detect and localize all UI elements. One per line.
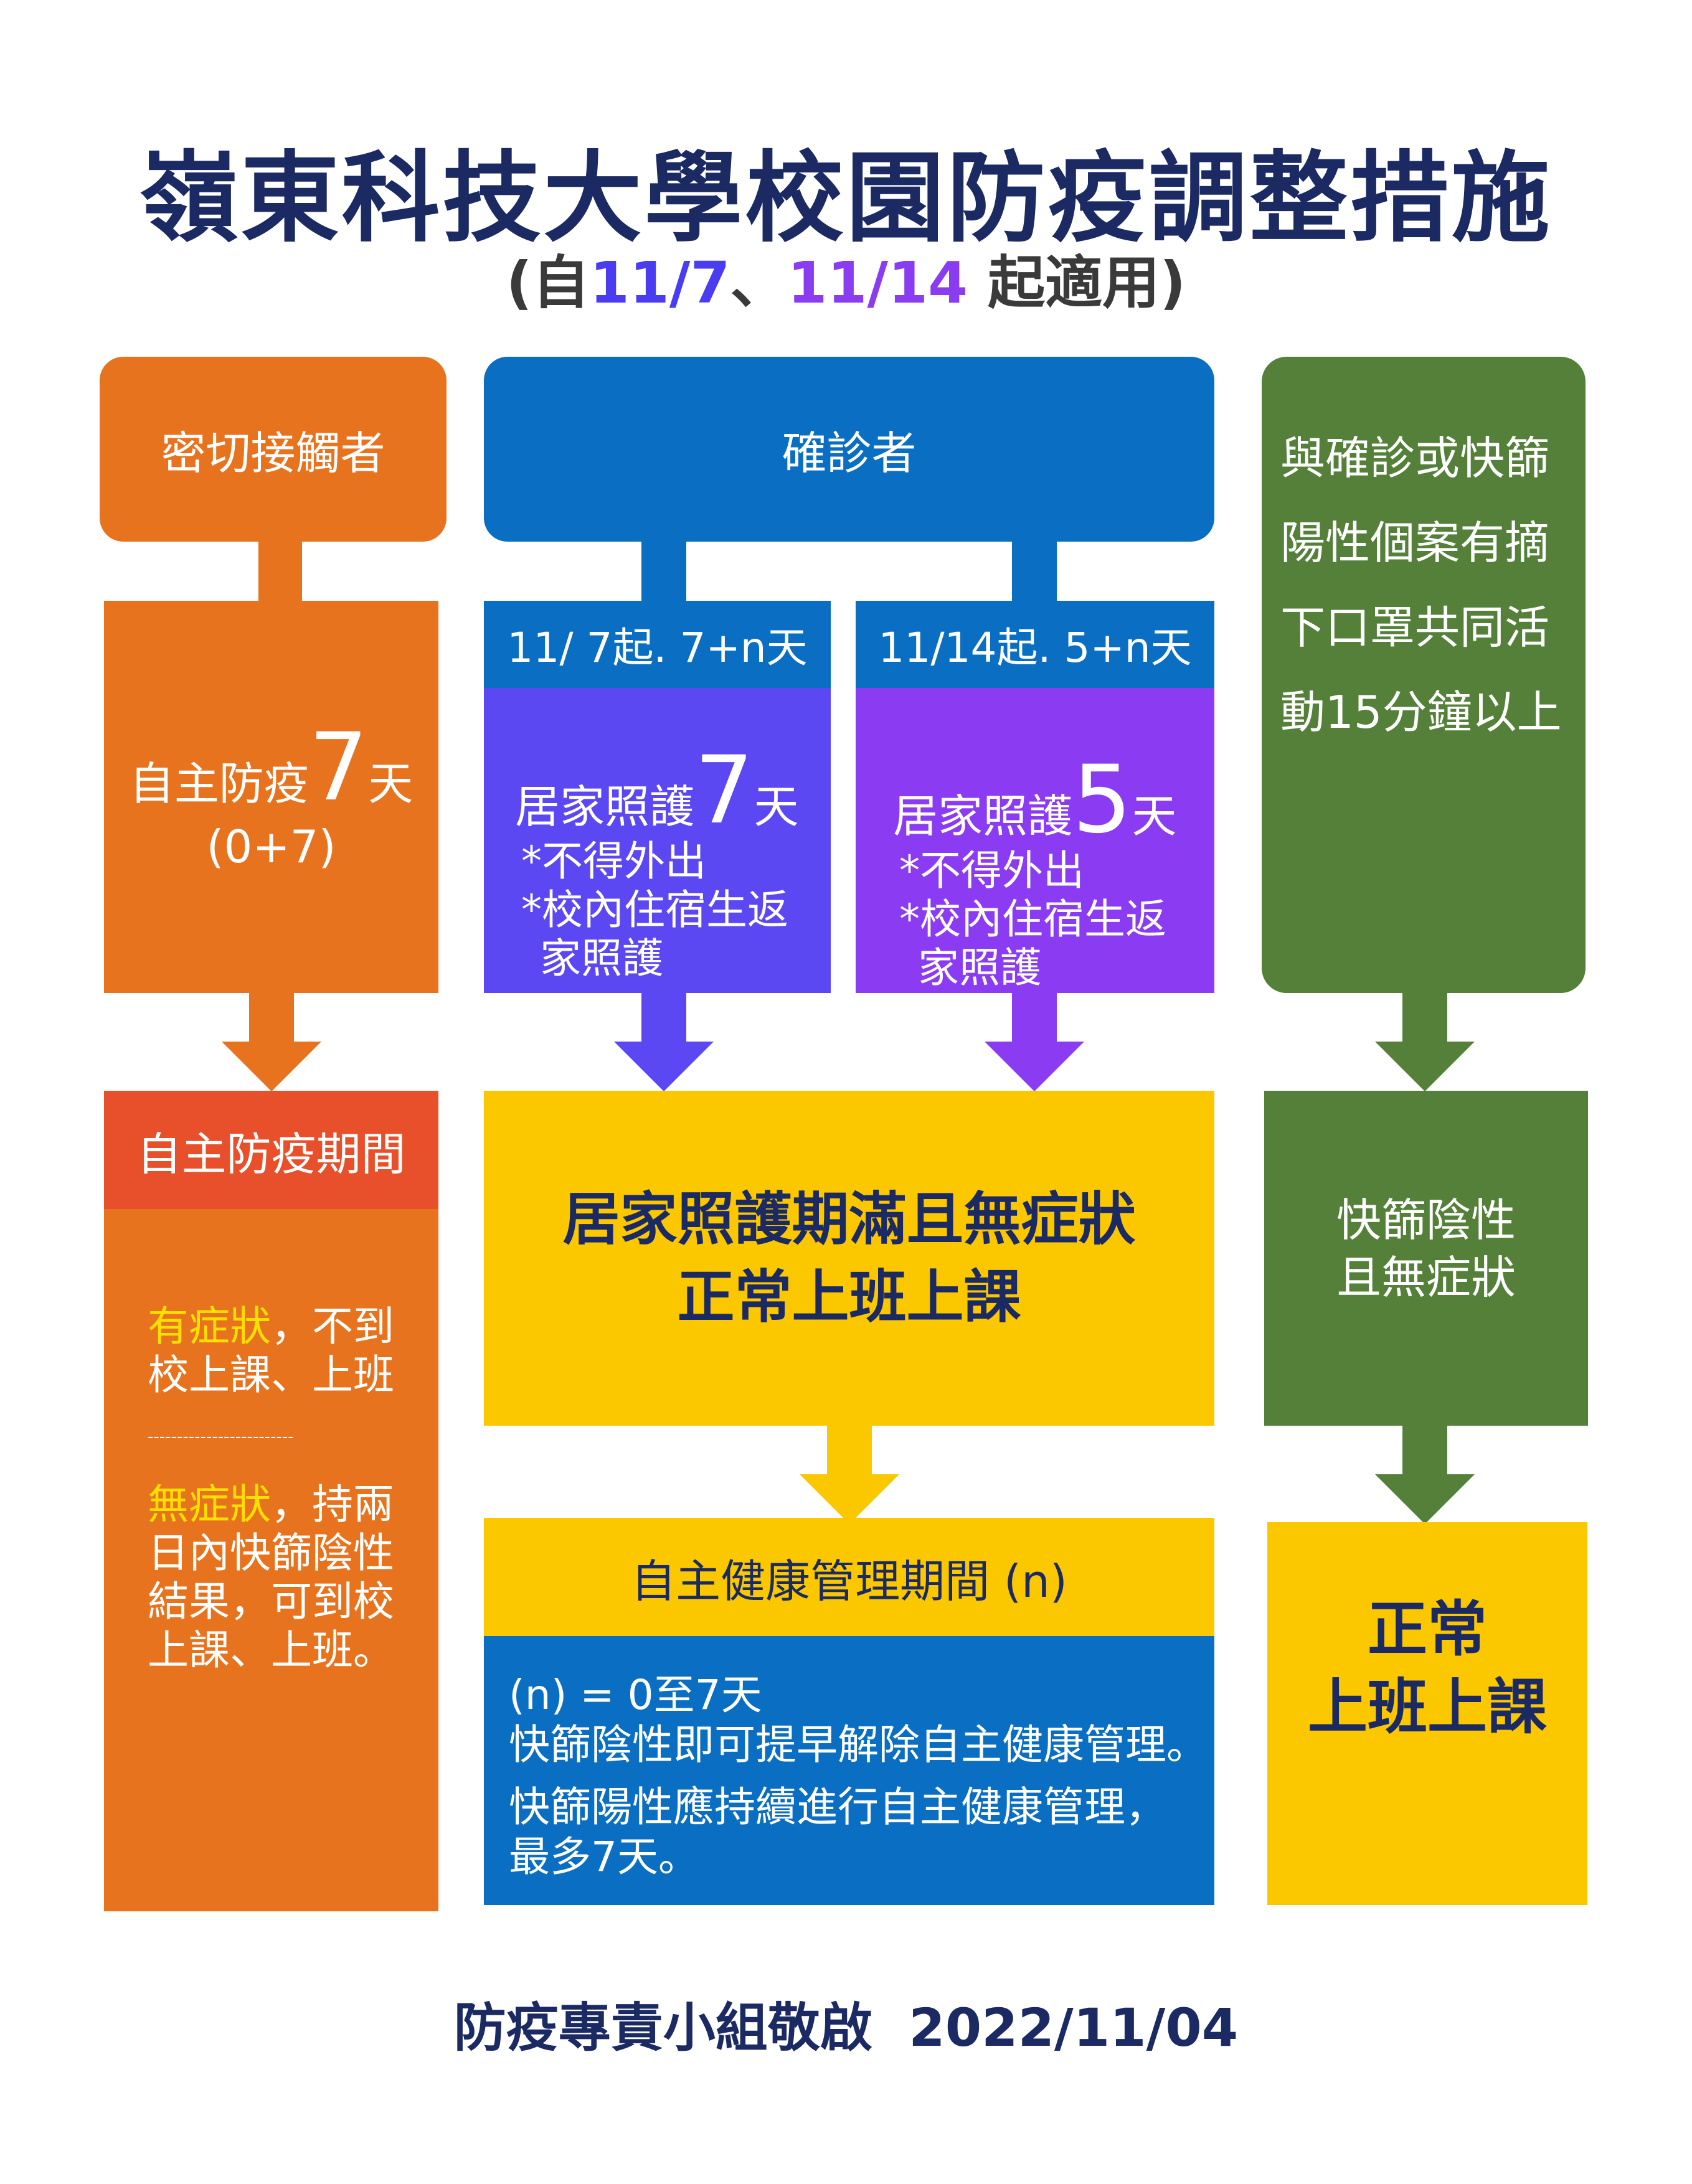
rule-1-line-a: ，不到 <box>271 1302 394 1350</box>
confirmed-label: 確診者 <box>782 427 917 479</box>
home-care-a-note-2: *校內住宿生返 <box>521 886 788 934</box>
rule-2-line-c: 結果，可到校 <box>148 1578 394 1626</box>
phase-a-label: 11/ 7起. 7+n天 <box>507 624 808 672</box>
home-care-a-days: 7 <box>694 737 754 845</box>
self-quarantine-period-title: 自主防疫期間 <box>104 1091 438 1209</box>
self-quarantine-formula: (0+7) <box>206 821 336 873</box>
exposure-line-3: 下口罩共同活 <box>1280 601 1550 654</box>
close-contact-header: 密切接觸者 <box>100 357 447 542</box>
self-quarantine-unit: 天 <box>368 758 414 810</box>
health-mgmt-line-4: 最多7天。 <box>509 1833 699 1881</box>
health-mgmt-line-2: 快篩陰性即可提早解除自主健康管理。 <box>509 1721 1208 1769</box>
rule-1-line-b: 校上課、上班 <box>148 1351 394 1399</box>
rule-2-line-a: ，持兩 <box>271 1480 394 1528</box>
rapid-test-negative-line-2: 且無症狀 <box>1336 1251 1516 1304</box>
home-care-a-note-3: 家照護 <box>540 934 663 982</box>
self-quarantine-days: 7 <box>308 713 369 822</box>
exposure-line-2: 陽性個案有摘 <box>1280 517 1550 569</box>
arrow-down-icon <box>800 1474 899 1524</box>
health-mgmt-detail-box: (n) = 0至7天 快篩陰性即可提早解除自主健康管理。 快篩陽性應持續進行自主… <box>484 1636 1214 1905</box>
exposure-condition-box: 與確診或快篩 陽性個案有摘 下口罩共同活 動15分鐘以上 <box>1262 357 1586 993</box>
home-care-a-unit: 天 <box>754 781 799 833</box>
rule-1-highlight: 有症狀 <box>148 1302 271 1350</box>
normal-attendance-line-1: 正常 <box>1368 1594 1487 1664</box>
normal-attendance-box: 正常 上班上課 <box>1267 1522 1587 1905</box>
home-care-b-note-1: *不得外出 <box>899 847 1084 895</box>
arrow-down-icon <box>1375 1474 1475 1524</box>
arrow-stem-col2-right <box>1012 993 1057 1043</box>
phase-b-label: 11/14起. 5+n天 <box>878 624 1192 672</box>
self-quarantine-label: 自主防疫 <box>129 758 309 810</box>
arrow-down-icon <box>985 1042 1084 1091</box>
arrow-stem-col3-lower <box>1402 1426 1447 1476</box>
arrow-down-icon <box>1375 1042 1475 1091</box>
page-subtitle: (自11/7、11/14 起適用) <box>0 237 1692 319</box>
page-title: 嶺東科技大學校園防疫調整措施 <box>139 141 1553 256</box>
health-mgmt-line-3: 快篩陽性應持續進行自主健康管理， <box>509 1783 1166 1831</box>
subtitle-date-2: 11/14 <box>787 250 968 316</box>
rule-2-highlight: 無症狀 <box>148 1480 271 1528</box>
arrow-stem-col3 <box>1402 993 1447 1043</box>
home-care-b-notes: *不得外出 *校內住宿生返 家照護 <box>893 847 1214 992</box>
connector-col1 <box>258 540 302 603</box>
home-care-b-unit: 天 <box>1132 790 1177 842</box>
arrow-stem-col2-left <box>641 993 686 1043</box>
home-care-a-note-1: *不得外出 <box>521 837 706 885</box>
rule-2: 無症狀，持兩 日內快篩陰性 結果，可到校 上課、上班。 <box>148 1480 438 1675</box>
home-care-a-label: 居家照護 <box>515 781 695 833</box>
self-quarantine-rules: 有症狀，不到 校上課、上班 ------------------------- … <box>104 1209 438 1911</box>
home-care-b-label: 居家照護 <box>893 790 1073 842</box>
rule-divider: ------------------------- <box>148 1428 294 1446</box>
home-care-b-note-3: 家照護 <box>918 944 1041 992</box>
health-mgmt-line-1: (n) = 0至7天 <box>509 1671 762 1719</box>
home-care-complete-line-1: 居家照護期滿且無症狀 <box>562 1186 1136 1253</box>
arrow-down-icon <box>222 1042 321 1091</box>
rule-2-line-b: 日內快篩陰性 <box>148 1529 394 1577</box>
phase-a-header: 11/ 7起. 7+n天 <box>484 601 831 688</box>
health-mgmt-title: 自主健康管理期間 (n) <box>631 1555 1067 1607</box>
connector-col2-left <box>641 540 686 603</box>
phase-b-header: 11/14起. 5+n天 <box>856 601 1214 688</box>
rule-1: 有症狀，不到 校上課、上班 <box>148 1302 438 1400</box>
home-care-complete-line-2: 正常上班上課 <box>677 1264 1021 1330</box>
close-contact-label: 密切接觸者 <box>161 427 385 479</box>
rapid-test-negative-line-1: 快篩陰性 <box>1336 1194 1516 1246</box>
home-care-b-note-2: *校內住宿生返 <box>899 895 1166 943</box>
normal-attendance-line-2: 上班上課 <box>1308 1672 1547 1742</box>
rule-2-line-d: 上課、上班。 <box>148 1626 394 1674</box>
connector-col2-right <box>1012 540 1057 603</box>
home-care-complete-box: 居家照護期滿且無症狀 正常上班上課 <box>484 1091 1214 1426</box>
exposure-line-1: 與確診或快篩 <box>1280 432 1550 484</box>
subtitle-date-1: 11/7 <box>589 250 730 316</box>
subtitle-sep: 、 <box>730 250 788 316</box>
arrow-down-icon <box>614 1042 714 1091</box>
exposure-line-4: 動15分鐘以上 <box>1280 686 1562 738</box>
home-care-b-days: 5 <box>1072 746 1132 854</box>
arrow-stem-col1 <box>249 993 294 1043</box>
arrow-stem-col2-mid <box>827 1426 872 1476</box>
confirmed-header: 確診者 <box>484 357 1214 542</box>
footer-signature: 防疫專責小組敬啟 2022/11/04 <box>453 1997 1239 2058</box>
rapid-test-negative-box: 快篩陰性 且無症狀 <box>1264 1091 1588 1426</box>
health-mgmt-title-box: 自主健康管理期間 (n) <box>484 1518 1214 1636</box>
self-quarantine-period-label: 自主防疫期間 <box>136 1127 406 1180</box>
subtitle-open: (自 <box>506 250 590 316</box>
subtitle-close: 起適用) <box>968 250 1186 316</box>
home-care-a-notes: *不得外出 *校內住宿生返 家照護 <box>515 837 831 983</box>
